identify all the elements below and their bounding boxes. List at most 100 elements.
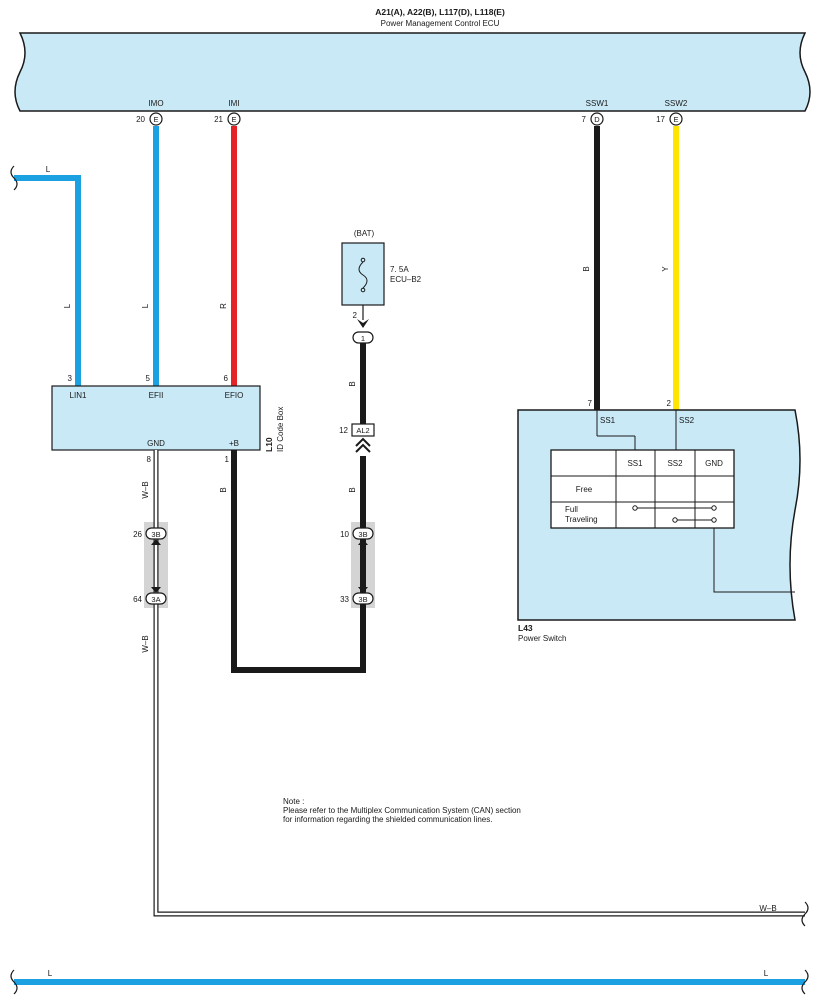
- table-header-gnd: GND: [705, 459, 723, 468]
- gnd-lead: [713, 528, 795, 593]
- wire-label-gnd-upper: W–B: [141, 481, 150, 498]
- fuse-box: [341, 242, 385, 306]
- fuse-icon: [358, 257, 368, 293]
- junction-right-top-number: 10: [340, 530, 349, 539]
- wire-label-lin-vertical: L: [63, 303, 72, 308]
- ecu-pin-label-imo: IMO: [148, 99, 163, 108]
- ecu-pin-ssw1: 7 D: [582, 112, 604, 126]
- ecu-panel: [14, 32, 811, 112]
- junction-left-bottom-number: 64: [133, 595, 142, 604]
- fuse-rating: 7. 5A: [390, 265, 409, 274]
- junction-left-top-number: 26: [133, 530, 142, 539]
- al2-label: AL2: [356, 426, 369, 435]
- ecu-pin-number-ssw2: 17: [656, 115, 665, 124]
- note-line2: for information regarding the shielded c…: [283, 815, 492, 824]
- ecu-pin-connector-ssw1: D: [594, 115, 600, 124]
- wire-label-plus-b: B: [219, 487, 228, 492]
- wire-label-fuse-out: B: [348, 381, 357, 386]
- fuse-arrow-icon: [357, 319, 369, 328]
- continuity-gnd-a: [711, 505, 717, 511]
- junction-left-top: 26 3B: [133, 527, 167, 540]
- ecu-pin-number-imo: 20: [136, 115, 145, 124]
- al2-pin: 12: [339, 426, 348, 435]
- table-row-free: Free: [576, 485, 593, 494]
- junction-right-arrows-icon: [358, 539, 368, 593]
- continuity-ss2: [672, 517, 678, 523]
- power-switch-ss2-label: SS2: [679, 416, 695, 425]
- ecu-pin-ssw2: 17 E: [656, 112, 683, 126]
- junction-left-bottom: 64 3A: [133, 592, 167, 605]
- note-line1: Please refer to the Multiplex Communicat…: [283, 806, 521, 815]
- power-switch-pin-ss2: 2: [667, 399, 672, 408]
- fuse-source: (BAT): [354, 229, 375, 238]
- wire-label-gnd-horizontal: W–B: [759, 904, 776, 913]
- wire-label-bottom-right: L: [764, 969, 769, 978]
- continuity-gnd-b: [711, 517, 717, 523]
- junction-right-top: 10 3B: [340, 527, 374, 540]
- idbox-pin-label-gnd: GND: [147, 439, 165, 448]
- wire-plus-b: [231, 450, 366, 673]
- junction-1-label: 1: [361, 334, 365, 343]
- ecu-pin-label-imi: IMI: [228, 99, 239, 108]
- idbox-pin-label-plusb: +B: [229, 439, 239, 448]
- continuity-ss1: [632, 505, 638, 511]
- wire-break-bottom-left: [10, 969, 18, 995]
- power-switch-name: Power Switch: [518, 634, 566, 643]
- ecu-pin-connector-imi: E: [231, 115, 236, 124]
- ecu-pin-imi: 21 E: [214, 112, 241, 126]
- wire-label-al2-out: B: [348, 487, 357, 492]
- idbox-pin-number-plusb: 1: [225, 455, 230, 464]
- id-code-box: [51, 385, 261, 451]
- ecu-pin-connector-ssw2: E: [673, 115, 678, 124]
- table-row-full-line2: Traveling: [565, 515, 598, 524]
- power-switch-pin-ss1: 7: [588, 399, 593, 408]
- idbox-code: L10: [264, 437, 274, 452]
- fuse-name: ECU–B2: [390, 275, 422, 284]
- ecu-pin-connector-imo: E: [153, 115, 158, 124]
- ecu-codes: A21(A), A22(B), L117(D), L118(E): [375, 7, 505, 17]
- junction-left-bottom-connector: 3A: [151, 595, 160, 604]
- idbox-pin-number-lin1: 3: [68, 374, 73, 383]
- fuse-pin: 2: [353, 311, 358, 320]
- al2-chevron-icon: [355, 437, 371, 453]
- junction-right-top-connector: 3B: [358, 530, 367, 539]
- wire-label-ssw1: B: [582, 266, 591, 271]
- idbox-pin-number-gnd: 8: [147, 455, 152, 464]
- idbox-pin-label-lin1: LIN1: [70, 391, 87, 400]
- ecu-pin-label-ssw1: SSW1: [586, 99, 609, 108]
- wire-label-bottom-left: L: [48, 969, 53, 978]
- idbox-name: ID Code Box: [276, 407, 285, 452]
- junction-right-bottom: 33 3B: [340, 592, 374, 605]
- ecu-pin-number-ssw1: 7: [582, 115, 587, 124]
- power-switch-table: SS1 SS2 GND Free Full Traveling: [550, 449, 735, 529]
- idbox-pin-label-efii: EFII: [149, 391, 164, 400]
- wire-break-left: [10, 165, 18, 191]
- idbox-pin-number-efio: 6: [224, 374, 229, 383]
- wire-label-ssw2: Y: [661, 266, 670, 272]
- junction-right-bottom-number: 33: [340, 595, 349, 604]
- note-title: Note :: [283, 797, 304, 806]
- wire-label-lin-top: L: [46, 165, 51, 174]
- ecu-pin-imo: 20 E: [136, 112, 163, 126]
- junction-left-top-connector: 3B: [151, 530, 160, 539]
- wire-label-gnd-lower: W–B: [141, 635, 150, 652]
- wire-break-gnd: [801, 901, 809, 927]
- junction-right-bottom-connector: 3B: [358, 595, 367, 604]
- wire-label-imi: R: [219, 303, 228, 309]
- idbox-pin-label-efio: EFIO: [225, 391, 244, 400]
- ecu-pin-label-ssw2: SSW2: [665, 99, 688, 108]
- table-header-ss2: SS2: [667, 459, 683, 468]
- table-header-ss1: SS1: [627, 459, 643, 468]
- ecu-name: Power Management Control ECU: [381, 19, 500, 28]
- ecu-pin-number-imi: 21: [214, 115, 223, 124]
- idbox-pin-number-efii: 5: [146, 374, 151, 383]
- wire-break-bottom-right: [801, 969, 809, 995]
- power-switch-ss1-label: SS1: [600, 416, 616, 425]
- wire-label-imo: L: [141, 303, 150, 308]
- power-switch-code: L43: [518, 623, 533, 633]
- junction-left-arrows-icon: [151, 539, 161, 593]
- wire-lin: [14, 175, 81, 386]
- al2-connector: [351, 423, 375, 437]
